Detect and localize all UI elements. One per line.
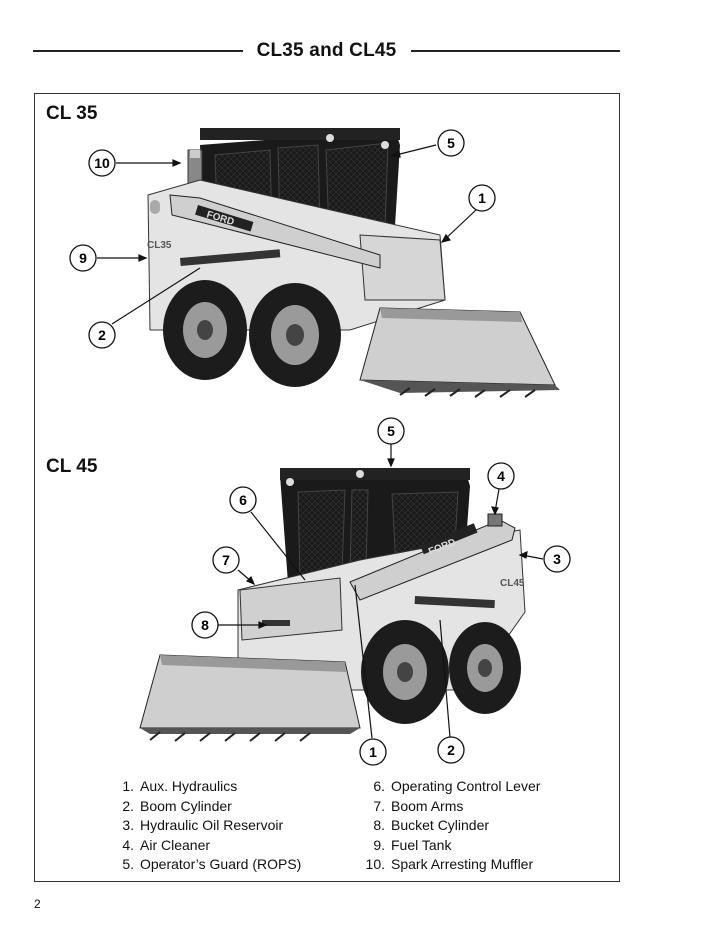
svg-text:10: 10 (94, 155, 110, 171)
page-header: CL35 and CL45 (33, 40, 620, 62)
cl45-callout-4: 4 (487, 462, 515, 490)
cl45-callout-5: 5 (377, 417, 405, 445)
legend-item: 7.Boom Arms (373, 797, 464, 814)
svg-text:2: 2 (447, 742, 455, 758)
svg-text:5: 5 (387, 423, 395, 439)
cl45-callout-8: 8 (191, 611, 219, 639)
cl45-callout-6: 6 (229, 486, 257, 514)
cl45-loader-image: FORD CL45 (139, 468, 526, 742)
legend-right-column: 6.Operating Control Lever 7.Boom Arms 8.… (363, 777, 541, 875)
cl35-callout-2: 2 (88, 321, 116, 349)
cl35-loader-image: FORD CL35 (147, 128, 560, 398)
page-number: 2 (34, 897, 41, 911)
model-label-cl45: CL 45 (46, 456, 98, 477)
legend-item: 3.Hydraulic Oil Reservoir (122, 817, 284, 833)
cl45-callout-1: 1 (359, 738, 387, 766)
header-rule-left (33, 50, 243, 52)
cl45-callout-2: 2 (437, 736, 465, 764)
legend-item: 1.Aux. Hydraulics (122, 778, 238, 794)
svg-text:8: 8 (201, 617, 209, 633)
legend-item: 2.Boom Cylinder (122, 797, 232, 814)
legend-item: 8.Bucket Cylinder (373, 817, 490, 833)
svg-text:1: 1 (478, 190, 486, 206)
svg-text:3: 3 (553, 551, 561, 567)
legend-item: 9.Fuel Tank (373, 836, 452, 853)
svg-text:9: 9 (79, 250, 87, 266)
legend-left-column: 1.Aux. Hydraulics 2.Boom Cylinder 3.Hydr… (118, 777, 301, 875)
header-rule-right (411, 50, 620, 52)
legend-item: 5.Operator’s Guard (ROPS) (122, 856, 302, 872)
cl35-callout-1: 1 (468, 184, 496, 212)
legend-item: 4.Air Cleaner (122, 836, 211, 853)
cl45-callout-7: 7 (212, 546, 240, 574)
svg-text:6: 6 (239, 492, 247, 508)
svg-text:4: 4 (497, 468, 505, 484)
cl35-callout-9: 9 (69, 244, 97, 272)
cl35-model-decal: CL35 (147, 240, 172, 251)
svg-text:5: 5 (447, 135, 455, 151)
illustration-frame (34, 93, 620, 882)
svg-text:2: 2 (98, 327, 106, 343)
page-title: CL35 and CL45 (256, 40, 397, 61)
cl35-callout-5: 5 (437, 129, 465, 157)
svg-text:7: 7 (222, 552, 230, 568)
cl45-model-decal: CL45 (500, 578, 525, 589)
svg-text:1: 1 (369, 744, 377, 760)
legend-item: 6.Operating Control Lever (373, 778, 541, 794)
cl45-callout-3: 3 (543, 545, 571, 573)
model-label-cl35: CL 35 (46, 103, 98, 124)
cl35-callout-10: 10 (88, 149, 116, 177)
legend-item: 10.Spark Arresting Muffler (365, 856, 534, 872)
